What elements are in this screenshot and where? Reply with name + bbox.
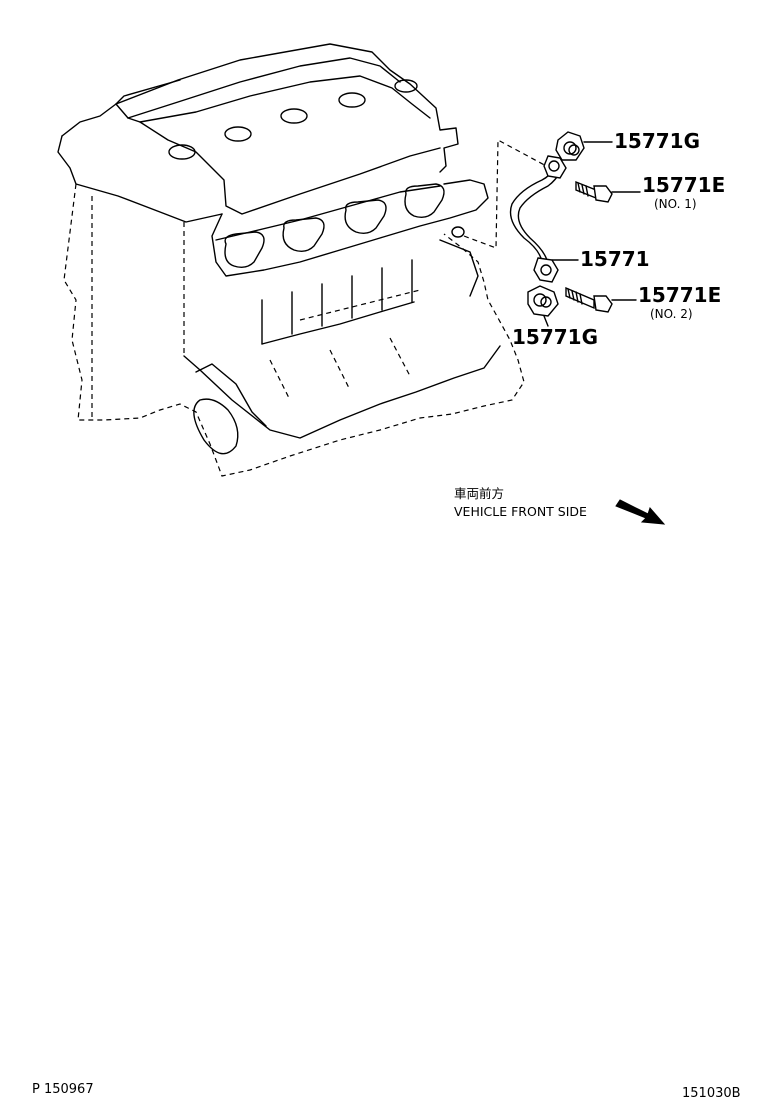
engine-illustration (57, 43, 551, 477)
direction-arrow-icon (615, 499, 666, 525)
direction-label-jp: 車両前方 (454, 486, 504, 501)
part-hose-icon (509, 155, 579, 283)
label-bolt-no2: 15771E (638, 283, 721, 307)
part-bolt-no2-icon (565, 286, 637, 313)
diagram-code-left: P 150967 (32, 1082, 94, 1097)
label-hose: 15771 (580, 247, 650, 271)
part-gasket-bottom-icon (527, 285, 559, 327)
part-bolt-no1-icon (575, 180, 641, 203)
part-gasket-top-icon (555, 131, 613, 161)
label-bolt-no1-sub: (NO. 1) (654, 197, 697, 211)
label-gasket-top: 15771G (614, 129, 700, 153)
label-bolt-no2-sub: (NO. 2) (650, 307, 693, 321)
diagram-code-right: 151030B (682, 1086, 741, 1101)
direction-label-en: VEHICLE FRONT SIDE (454, 504, 587, 519)
label-gasket-bottom: 15771G (512, 325, 598, 349)
label-bolt-no1: 15771E (642, 173, 725, 197)
